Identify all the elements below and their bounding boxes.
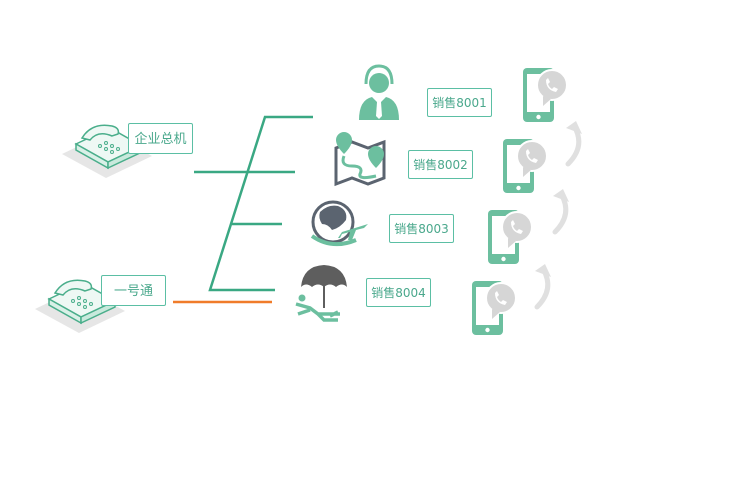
arrow-head-icon — [553, 189, 569, 202]
globe-airplane-icon — [310, 200, 368, 247]
customer-service-agent-icon — [359, 64, 399, 120]
beach-umbrella-icon — [295, 265, 347, 322]
mobile-chat-icon — [523, 68, 568, 122]
source-label-one-number: 一号通 — [101, 275, 166, 306]
mobile-chat-icon — [472, 281, 517, 335]
route-line-8001 — [208, 115, 313, 292]
destination-label-8001: 销售8001 — [427, 88, 492, 117]
destination-label-8004: 销售8004 — [366, 278, 431, 307]
destination-label-8002: 销售8002 — [408, 150, 473, 179]
mobile-chat-icon — [503, 139, 548, 193]
arrow-head-icon — [566, 121, 582, 134]
arrow-head-icon — [535, 264, 551, 277]
destination-label-8003: 销售8003 — [389, 214, 454, 243]
map-route-icon — [334, 132, 386, 187]
source-label-enterprise-switchboard: 企业总机 — [128, 123, 193, 154]
mobile-chat-icon — [488, 210, 533, 264]
